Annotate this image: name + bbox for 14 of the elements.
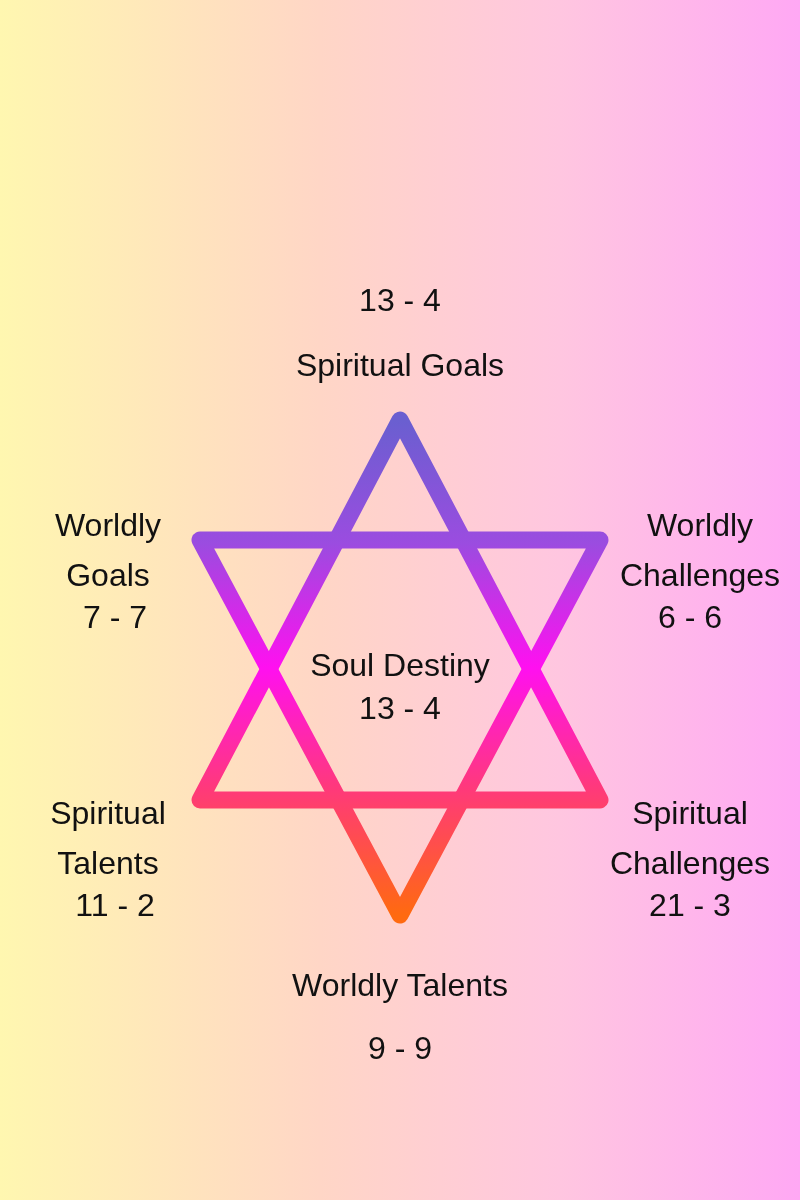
score-number: 21 - 3: [648, 886, 732, 925]
position-label: Worldly Challenges: [618, 506, 782, 595]
position-label: Worldly Talents: [291, 966, 509, 1005]
score-number: 13 - 4: [358, 689, 442, 728]
position-label: Spiritual Challenges: [608, 794, 772, 883]
position-label: Spiritual Goals: [294, 346, 506, 385]
position-label: Soul Destiny: [309, 646, 491, 685]
score-number: 11 - 2: [74, 886, 156, 925]
score-number: 13 - 4: [358, 281, 442, 320]
position-label: Spiritual Talents: [49, 794, 167, 883]
score-number: 6 - 6: [657, 598, 723, 637]
score-number: 9 - 9: [367, 1029, 433, 1068]
position-label: Worldly Goals: [53, 506, 163, 595]
score-number: 7 - 7: [82, 598, 148, 637]
